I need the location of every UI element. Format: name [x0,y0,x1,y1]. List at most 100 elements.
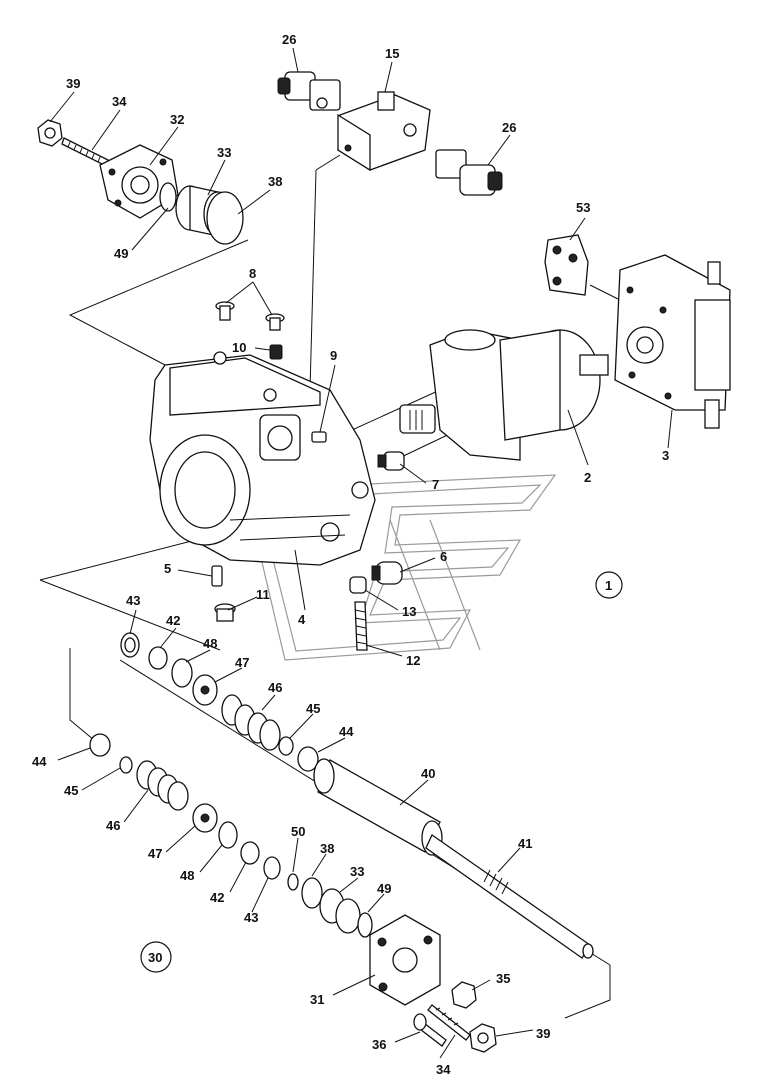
stud-34-lower [427,1004,471,1041]
nut-13 [349,576,367,594]
stud-34-top [61,137,109,167]
callout-9: 9 [330,348,337,363]
callout-34-top: 34 [112,94,127,109]
callout-53: 53 [576,200,590,215]
nut-39-top [37,119,63,147]
cover-32-top [99,144,179,219]
callout-46-upper: 46 [268,680,282,695]
group-marker-1-label: 1 [605,578,612,593]
callout-36: 36 [372,1037,386,1052]
callout-31: 31 [310,992,324,1007]
callout-49-top: 49 [114,246,128,261]
callout-7: 7 [432,477,439,492]
callout-38-top: 38 [268,174,282,189]
callout-5: 5 [164,561,171,576]
ring-49-lower [357,912,373,938]
callout-39-lower: 39 [536,1026,550,1041]
group-marker-1: 1 [595,571,623,599]
spring-pack-46-lower [136,760,189,811]
callout-38-lower: 38 [320,841,334,856]
callout-26-right: 26 [502,120,516,135]
callout-13: 13 [402,604,416,619]
callout-10: 10 [232,340,246,355]
callout-33-top: 33 [217,145,231,160]
bearing-42-lower [240,841,260,865]
callout-43-lower: 43 [244,910,258,925]
callout-43-upper: 43 [126,593,140,608]
ring-48-lower [218,821,238,849]
callout-49-lower: 49 [377,881,391,896]
screw-9 [311,431,327,443]
ring-38-lower [301,877,323,909]
callout-33-lower: 33 [350,864,364,879]
group-marker-30: 30 [140,941,172,973]
plate-47-upper [192,674,218,706]
plug-8-right [265,313,285,331]
callout-12: 12 [406,653,420,668]
callout-2: 2 [584,470,591,485]
leader-lines [49,47,673,1059]
callout-47-lower: 47 [148,846,162,861]
watermark-logo [244,474,557,661]
callout-8: 8 [249,266,256,281]
callout-42-upper: 42 [166,613,180,628]
callout-44-upper: 44 [339,724,354,739]
callout-45-upper: 45 [306,701,320,716]
shaft-41 [425,834,594,959]
washer-45-lower [119,756,133,774]
callout-48-lower: 48 [180,868,194,883]
solenoid-26-right [435,149,503,196]
callout-39-top: 39 [66,76,80,91]
spring-pack-46-upper [221,694,281,751]
solenoid-26-left [277,71,341,111]
plug-6 [371,561,403,585]
cap-44-upper [297,746,319,772]
callout-26-left: 26 [282,32,296,47]
callout-6: 6 [440,549,447,564]
callout-50: 50 [291,824,305,839]
callout-46-lower: 46 [106,818,120,833]
callout-42-lower: 42 [210,890,224,905]
ring-38-top [206,191,244,245]
plug-11 [214,603,236,622]
callout-34-lower: 34 [436,1062,451,1077]
orifice-10 [269,344,283,360]
bearing-42-upper [148,646,168,670]
nut-35 [451,981,477,1009]
ring-50 [287,873,299,891]
plate-47-lower [192,803,218,833]
bolt-36 [413,1013,447,1047]
callout-48-upper: 48 [203,636,217,651]
plug-8-left [215,301,235,321]
bushing-43-upper [120,632,140,658]
callout-11: 11 [256,587,270,602]
callout-3: 3 [662,448,669,463]
callout-41: 41 [518,836,532,851]
callout-15: 15 [385,46,399,61]
bushing-43-lower [263,856,281,880]
callout-45-lower: 45 [64,783,78,798]
plug-7 [377,451,405,471]
nut-39-lower [469,1023,497,1053]
bushing-33-lower [319,888,361,934]
spring-12 [354,601,368,651]
pin-5 [211,565,223,587]
ring-49-top [159,182,177,212]
callout-47-upper: 47 [235,655,249,670]
pump-housing-4 [149,351,376,566]
cover-31 [369,914,441,1006]
callout-32: 32 [170,112,184,127]
group-marker-30-label: 30 [148,950,162,965]
washer-45-upper [278,736,294,756]
callout-44-lower: 44 [32,754,47,769]
valve-block-15 [337,91,431,172]
ring-48-upper [171,658,193,688]
callout-labels: 26 15 26 39 34 32 33 38 49 53 8 10 9 2 3… [32,32,669,1077]
callout-35: 35 [496,971,510,986]
callout-4: 4 [298,612,306,627]
cap-44-lower [89,733,111,757]
control-unit-2 [399,329,609,461]
bracket-53 [544,234,589,296]
end-cover-3 [614,254,731,429]
